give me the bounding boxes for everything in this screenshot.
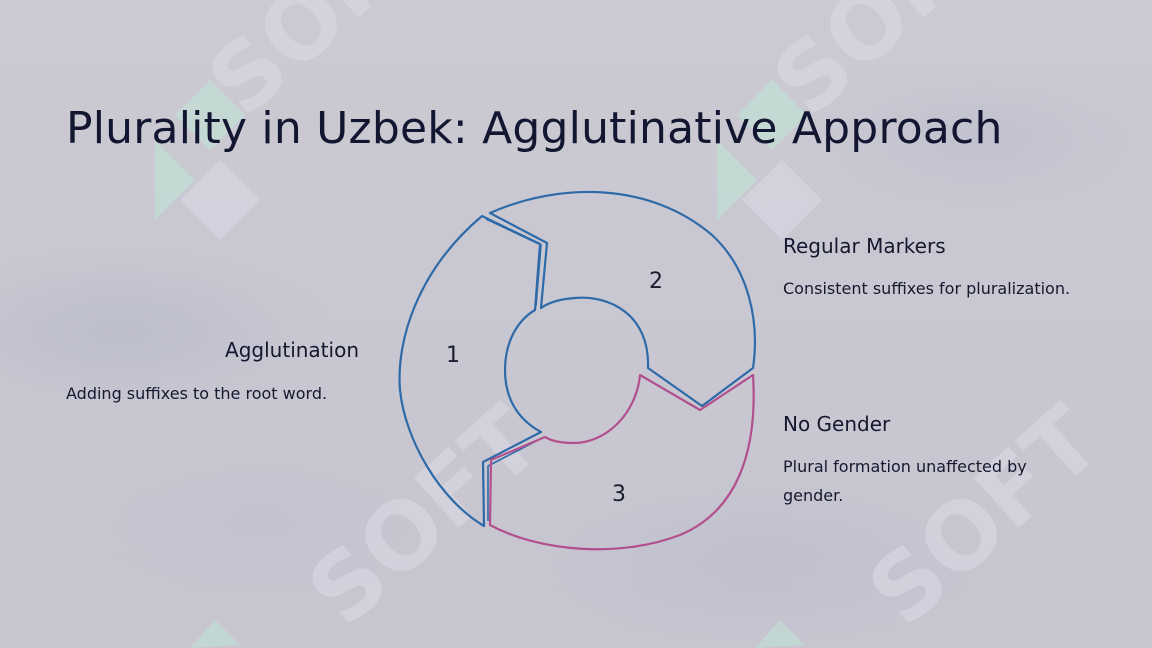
slide-title: Plurality in Uzbek: Agglutinative Approa… xyxy=(66,103,1003,154)
segment-number-3: 3 xyxy=(612,482,626,507)
agglutination-heading: Agglutination xyxy=(225,338,359,362)
regular-markers-block: Regular Markers Consistent suffixes for … xyxy=(783,234,1123,303)
no-gender-description: Plural formation unaffected by gender. xyxy=(783,457,1027,505)
regular-markers-heading: Regular Markers xyxy=(783,234,946,258)
cycle-segment-2 xyxy=(488,190,756,408)
cycle-segment-1 xyxy=(398,214,543,528)
cycle-segment-3 xyxy=(488,373,755,551)
no-gender-block: No Gender Plural formation unaffected by… xyxy=(783,412,1083,510)
no-gender-heading: No Gender xyxy=(783,412,891,436)
agglutination-block: Agglutination Adding suffixes to the roo… xyxy=(66,338,366,408)
segment-number-1: 1 xyxy=(446,343,460,368)
regular-markers-description: Consistent suffixes for pluralization. xyxy=(783,279,1071,298)
agglutination-description: Adding suffixes to the root word. xyxy=(66,384,328,403)
segment-number-2: 2 xyxy=(649,269,663,294)
